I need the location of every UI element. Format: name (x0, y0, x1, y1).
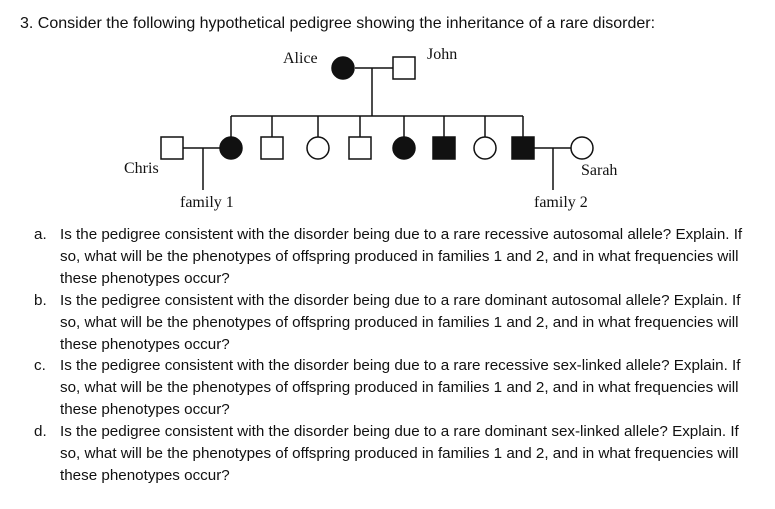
part-label: a. (34, 226, 47, 243)
child-symbol (260, 136, 284, 160)
part-text: Is the pedigree consistent with the diso… (60, 357, 741, 418)
child-symbol (392, 136, 416, 160)
john-symbol (392, 56, 416, 80)
part-label: b. (34, 292, 47, 309)
child-symbol (432, 136, 456, 160)
child-symbol (306, 136, 330, 160)
alice-symbol (331, 56, 355, 80)
label-family-2: family 2 (534, 194, 588, 211)
part-label: c. (34, 357, 46, 374)
label-chris: Chris (124, 160, 159, 177)
label-sarah: Sarah (581, 162, 617, 179)
part-text: Is the pedigree consistent with the diso… (60, 423, 739, 484)
child-symbol (348, 136, 372, 160)
chris-symbol (160, 136, 184, 160)
child-symbol (219, 136, 243, 160)
question-part-b: b. Is the pedigree consistent with the d… (34, 290, 754, 356)
label-john: John (427, 46, 457, 63)
sarah-symbol (570, 136, 594, 160)
question-part-a: a. Is the pedigree consistent with the d… (34, 224, 754, 290)
part-text: Is the pedigree consistent with the diso… (60, 292, 741, 353)
label-family-1: family 1 (180, 194, 234, 211)
question-part-c: c. Is the pedigree consistent with the d… (34, 355, 754, 421)
part-text: Is the pedigree consistent with the diso… (60, 226, 743, 287)
pedigree-lines (183, 67, 571, 190)
child-symbol (511, 136, 535, 160)
question-title: 3. Consider the following hypothetical p… (20, 15, 656, 32)
part-label: d. (34, 423, 47, 440)
question-part-d: d. Is the pedigree consistent with the d… (34, 421, 754, 487)
child-symbol (473, 136, 497, 160)
label-alice: Alice (283, 50, 318, 67)
